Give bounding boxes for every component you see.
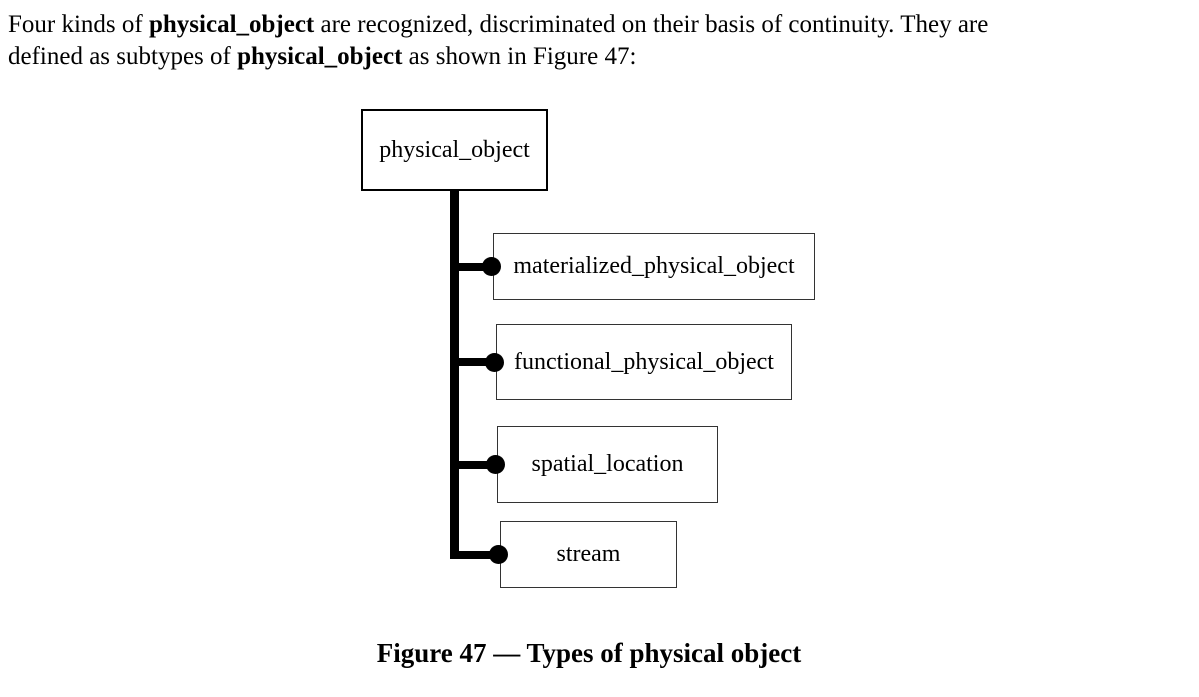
connector-dot	[485, 353, 504, 372]
connector-dot	[486, 455, 505, 474]
intro-line-2: defined as subtypes of physical_object a…	[8, 41, 988, 73]
figure-caption: Figure 47 — Types of physical object	[376, 638, 802, 668]
connector-line	[450, 263, 495, 271]
term-physical-object: physical_object	[148, 11, 315, 38]
connector-line	[450, 358, 498, 366]
intro-text: defined as subtypes of	[8, 43, 238, 70]
connector-line	[450, 551, 502, 559]
node-stream: stream	[500, 521, 677, 588]
node-functional-physical-object: functional_physical_object	[496, 324, 792, 400]
node-materialized-physical-object: materialized_physical_object	[493, 233, 815, 300]
node-label: functional_physical_object	[514, 348, 774, 375]
intro-text: are recognized, discriminated on their b…	[314, 11, 989, 38]
tree-trunk-line	[450, 191, 459, 559]
node-label: stream	[556, 541, 621, 567]
node-label: physical_object	[379, 136, 530, 163]
intro-line-1: Four kinds of physical_object are recogn…	[8, 9, 988, 41]
node-label: materialized_physical_object	[513, 253, 795, 279]
connector-line	[450, 461, 499, 469]
connector-dot	[482, 257, 501, 276]
node-spatial-location: spatial_location	[497, 426, 718, 503]
node-physical-object: physical_object	[361, 109, 548, 191]
connector-dot	[489, 545, 508, 564]
node-label: spatial_location	[531, 451, 684, 477]
intro-text: as shown in Figure 47:	[402, 43, 637, 70]
intro-text: Four kinds of	[8, 11, 149, 38]
term-physical-object: physical_object	[237, 43, 403, 70]
intro-paragraph: Four kinds of physical_object are recogn…	[8, 9, 988, 73]
